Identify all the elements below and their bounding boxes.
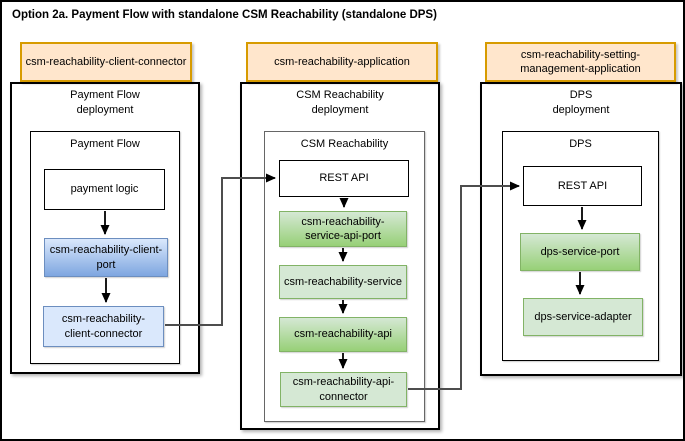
node-dps-service-port: dps-service-port <box>520 233 640 271</box>
tag-csm-reachability-client-connector: csm-reachability-client-connector <box>20 42 192 82</box>
node-csm-rest-api: REST API <box>279 160 409 197</box>
node-payment-logic: payment logic <box>44 169 165 210</box>
node-csm-reachability-api: csm-reachability-api <box>279 317 407 352</box>
node-dps-service-adapter: dps-service-adapter <box>523 298 643 336</box>
tag-csm-reachability-application: csm-reachability-application <box>246 42 438 82</box>
label-payment-flow-deployment: Payment Flow deployment <box>70 89 140 116</box>
label-dps-deployment: DPS deployment <box>552 89 610 116</box>
node-csm-reachability-api-connector: csm-reachability-api-connector <box>280 372 407 407</box>
label-payment-flow: Payment Flow <box>70 138 140 150</box>
diagram-title: Option 2a. Payment Flow with standalone … <box>12 9 437 21</box>
node-csm-reachability-client-connector: csm-reachability-client-connector <box>43 306 164 347</box>
tag-csm-reachability-setting-management-application: csm-reachability-setting-management-appl… <box>485 42 676 82</box>
node-csm-reachability-service-api-port: csm-reachability-service-api-port <box>279 211 407 247</box>
label-dps: DPS <box>569 138 592 150</box>
node-dps-rest-api: REST API <box>523 166 642 206</box>
node-csm-reachability-client-port: csm-reachability-client-port <box>44 238 168 277</box>
node-csm-reachability-service: csm-reachability-service <box>279 265 407 299</box>
label-csm-reachability: CSM Reachability <box>300 138 389 150</box>
label-csm-reachability-deployment: CSM Reachability deployment <box>296 89 384 116</box>
